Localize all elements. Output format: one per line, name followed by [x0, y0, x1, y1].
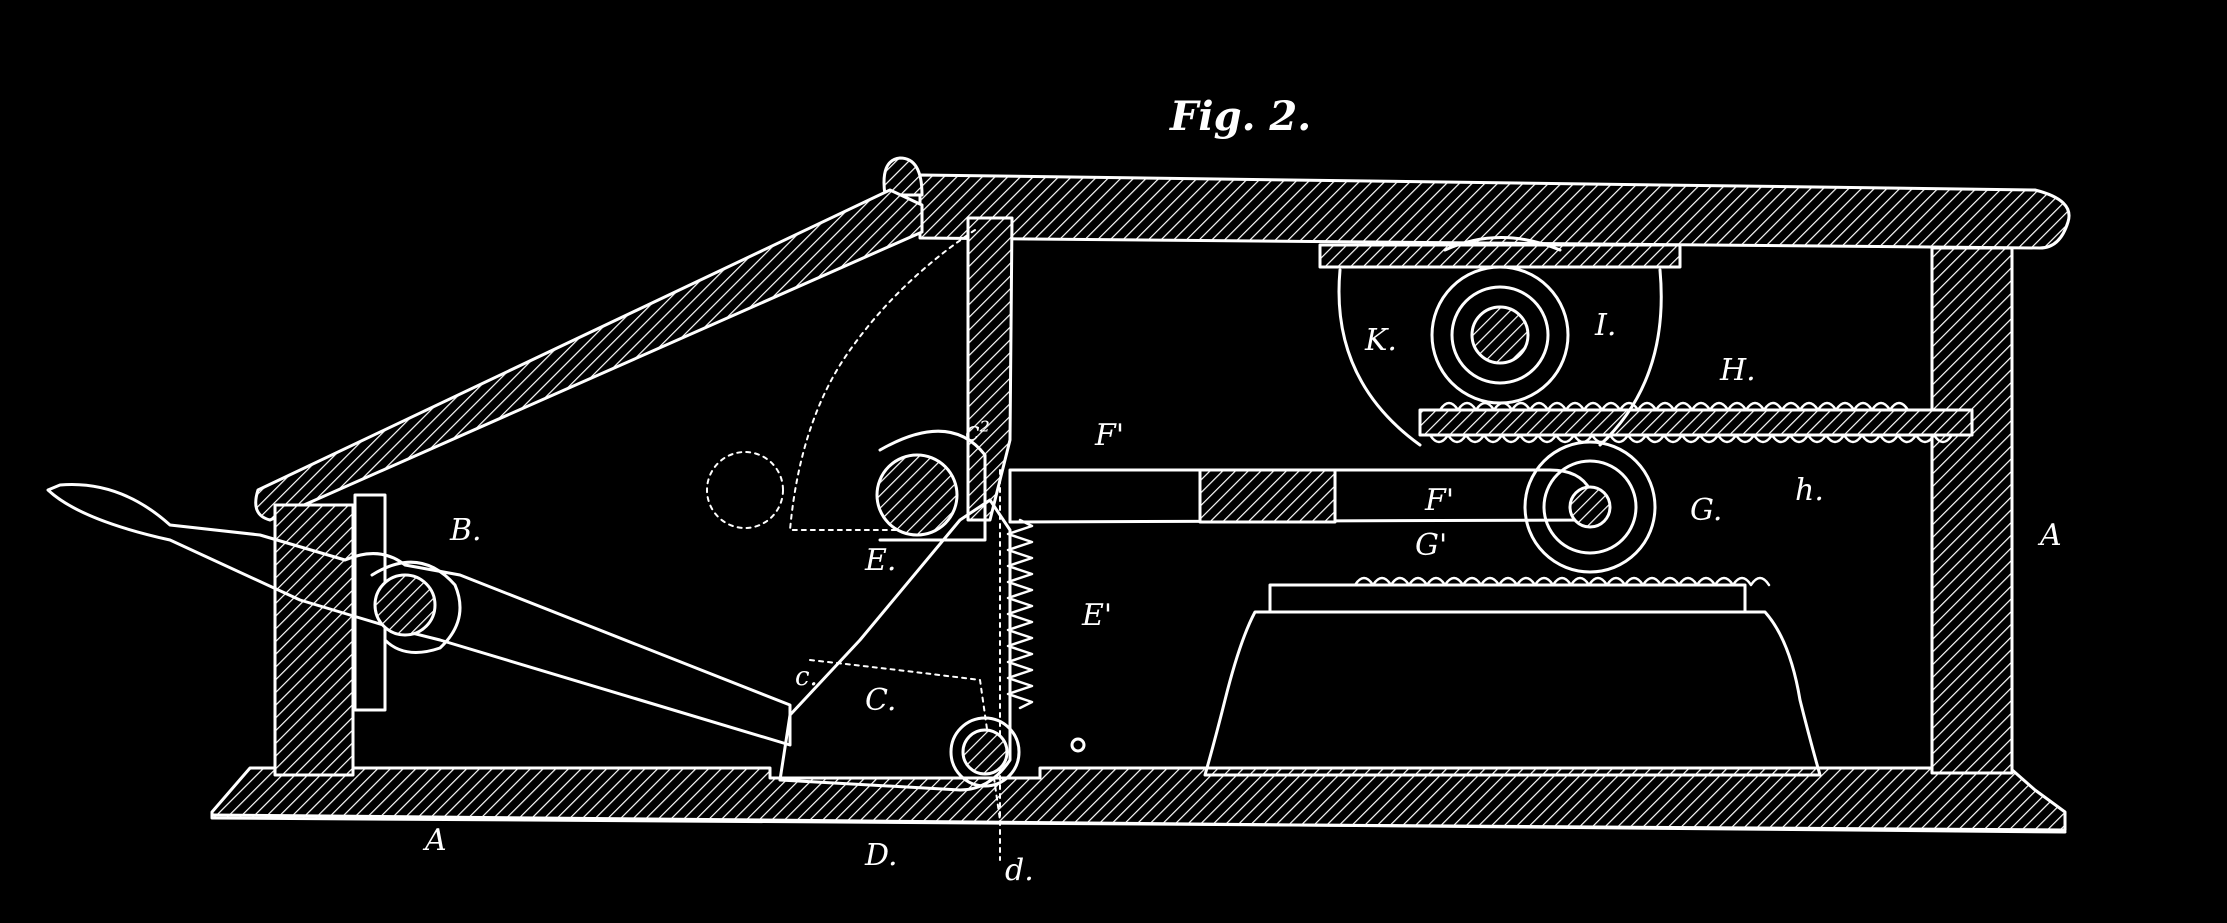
label-c-lower: c.	[795, 662, 818, 692]
label-h: h.	[1795, 473, 1824, 508]
left-wall	[273, 503, 355, 777]
rack-G-prime-teeth	[1353, 576, 1771, 587]
base-plate	[210, 766, 2067, 832]
label-E: E.	[864, 543, 896, 578]
pivot-C	[961, 728, 1009, 776]
pivot-B-hook	[370, 560, 462, 654]
gear-G-inner	[1542, 459, 1638, 555]
label-E-prime: E'	[1081, 598, 1112, 633]
pivot-B	[373, 573, 437, 637]
pedal	[46, 483, 792, 747]
cam-E	[875, 453, 959, 537]
label-H: H.	[1719, 353, 1756, 388]
label-A-right: A	[2037, 518, 2062, 553]
rack-H-teeth	[1428, 433, 1954, 444]
label-A-base: A	[422, 823, 447, 858]
base-block	[1203, 610, 1822, 777]
rack-H-upper-teeth	[1438, 401, 1910, 412]
label-c2: c²	[965, 417, 990, 447]
spring-E-prime	[1006, 518, 1034, 710]
gear-bracket	[1318, 243, 1682, 269]
pivot-C-ring	[949, 716, 1021, 788]
sloping-cover	[254, 188, 924, 522]
lid-knob	[882, 156, 924, 197]
label-d: d.	[1005, 853, 1034, 888]
gear-housing-right	[1598, 268, 1663, 447]
gear-I-hub	[1470, 305, 1530, 365]
rack-H	[1418, 408, 1974, 437]
gear-G	[1523, 440, 1657, 574]
center-post	[966, 216, 1014, 522]
label-K: K.	[1364, 323, 1397, 358]
label-G: G.	[1690, 493, 1722, 528]
gear-I-inner	[1450, 285, 1550, 385]
label-G-prime: G'	[1415, 528, 1447, 563]
label-F-prime-top: F'	[1094, 418, 1124, 453]
label-B: B.	[449, 513, 482, 548]
label-F-prime-mid: F'	[1424, 483, 1454, 518]
gear-housing	[1337, 268, 1422, 447]
dotted-circle	[706, 451, 784, 529]
rack-G-prime-bar	[1268, 583, 1747, 614]
right-wall	[1930, 246, 2014, 775]
gear-I	[1430, 265, 1570, 405]
label-I: I.	[1594, 308, 1616, 343]
top-lid	[918, 173, 2071, 250]
gear-I-upper-teeth	[1443, 236, 1562, 252]
dotted-guide-arc	[789, 229, 976, 531]
rod-sleeve	[1198, 468, 1337, 524]
gear-G-hub	[1568, 485, 1612, 529]
base-bottom-edge	[210, 813, 2067, 834]
spring-anchor	[1070, 737, 1086, 753]
cam-E-housing	[878, 429, 987, 542]
label-C: C.	[865, 683, 896, 718]
dotted-lever-outline	[809, 659, 1001, 821]
label-D: D.	[864, 838, 898, 873]
figure-title: Fig. 2.	[1169, 93, 1311, 140]
